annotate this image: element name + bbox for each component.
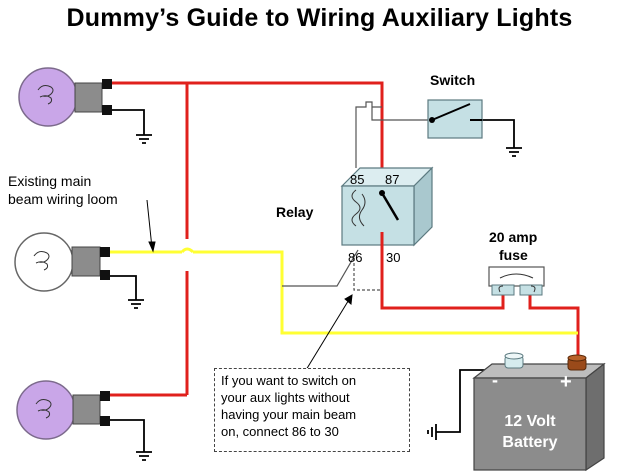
tip-note-line3: having your main beam <box>221 407 357 422</box>
grey-wire-86-loom <box>282 249 359 287</box>
battery-minus-label: - <box>492 370 498 390</box>
red-wire-top-bulb <box>112 81 384 168</box>
battery-line1: 12 Volt <box>504 413 556 430</box>
switch-box <box>427 99 483 139</box>
fuse-label-line2: fuse <box>499 247 528 263</box>
battery <box>472 352 606 472</box>
pin-85-label: 85 <box>350 172 364 187</box>
yellow-crossover <box>180 247 195 254</box>
relay-label: Relay <box>276 204 314 220</box>
fuse-label-line1: 20 amp <box>489 229 538 245</box>
existing-loom-label-line1: Existing main <box>8 173 92 189</box>
grey-wire-85-switch <box>355 101 428 168</box>
ground-switch <box>482 119 515 148</box>
pointer-lines <box>146 199 353 371</box>
battery-line2: Battery <box>502 434 557 451</box>
yellow-wires <box>110 247 578 335</box>
tip-note-line4: on, connect 86 to 30 <box>221 424 339 439</box>
tip-note-line2: your aux lights without <box>221 390 350 405</box>
fuse <box>488 266 545 296</box>
aux-bulb-top <box>18 67 112 127</box>
switch-label: Switch <box>430 72 476 88</box>
grey-dashed-86-30 <box>353 258 382 291</box>
relay-box <box>340 166 434 250</box>
red-wire-relay-to-fuse <box>380 250 505 310</box>
tip-note: If you want to switch on your aux lights… <box>214 368 410 452</box>
ground-lower-bulb <box>110 419 145 452</box>
grey-wires <box>282 101 428 291</box>
main-beam-bulb <box>14 232 110 292</box>
pin-87-label: 87 <box>385 172 399 187</box>
ground-top-bulb <box>110 109 145 135</box>
yellow-wire-to-battery <box>193 250 578 335</box>
existing-loom-label-line2: beam wiring loom <box>8 191 118 207</box>
battery-plus-label: + <box>560 371 572 393</box>
tip-note-line1: If you want to switch on <box>221 373 357 388</box>
red-wire-fuse-to-battery <box>528 292 580 360</box>
aux-bulb-bottom <box>16 380 110 440</box>
page-title: Dummy’s Guide to Wiring Auxiliary Lights <box>66 4 573 32</box>
pin-30-label: 30 <box>386 250 400 265</box>
pin-86-label: 86 <box>348 250 362 265</box>
ground-main-bulb <box>110 275 137 300</box>
